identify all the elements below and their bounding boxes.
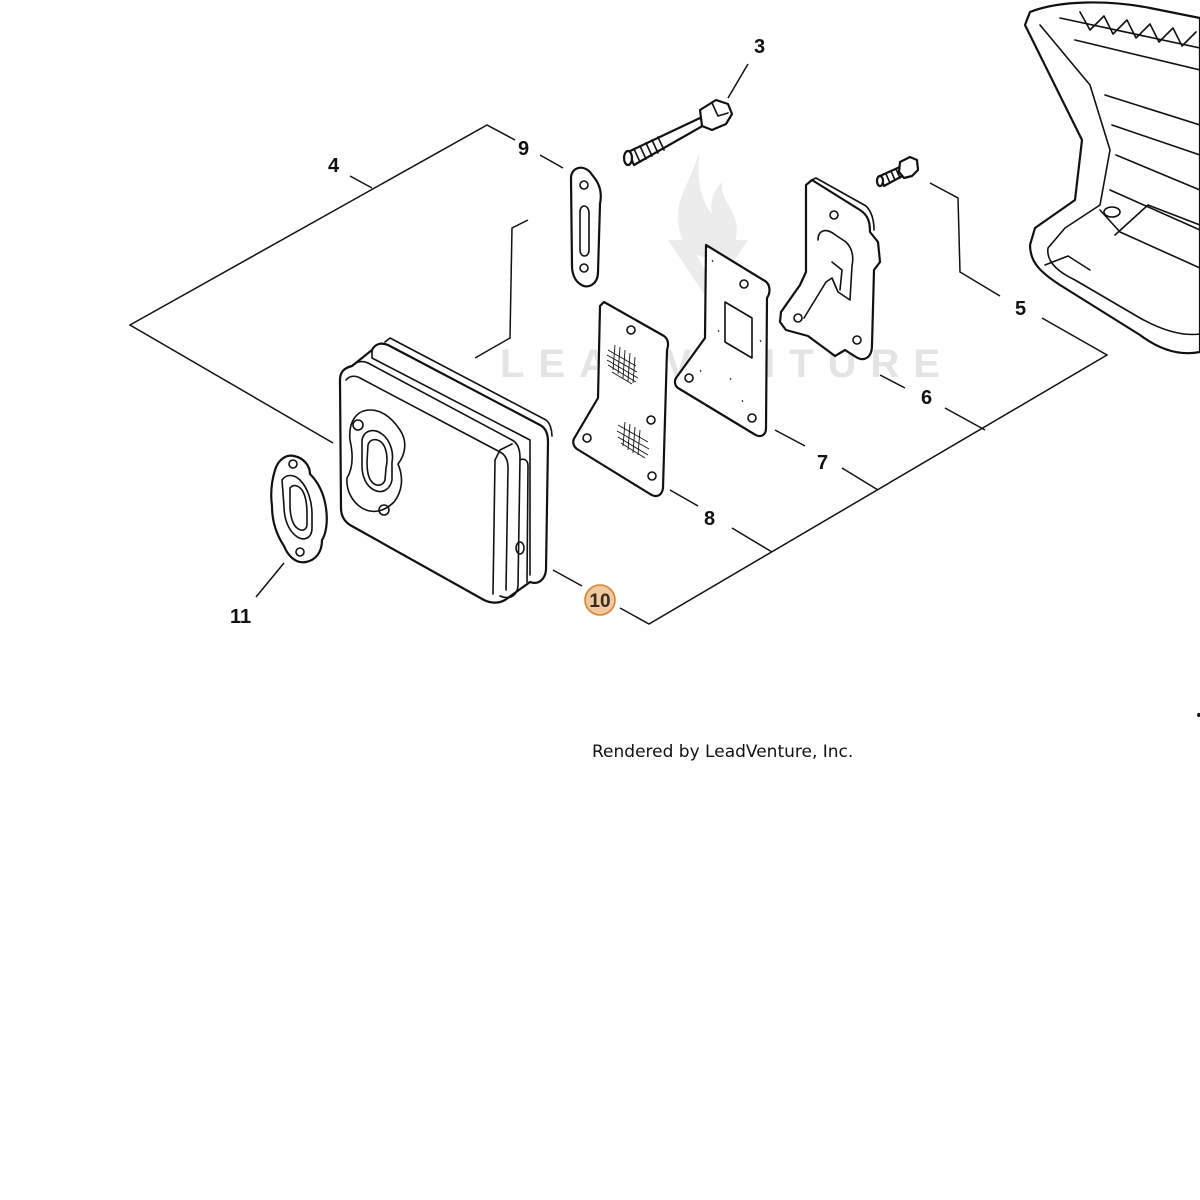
gasket-7-texture [699, 259, 762, 403]
callout-8[interactable]: 8 [704, 508, 715, 530]
edge-mark [1197, 713, 1200, 717]
leader-6 [879, 374, 906, 389]
callout-4[interactable]: 4 [328, 155, 340, 177]
part-cover-6 [778, 177, 882, 361]
callout-9[interactable]: 9 [518, 138, 529, 160]
leader-9 [539, 154, 564, 169]
mesh-screen-upper [606, 344, 639, 385]
callout-11[interactable]: 11 [230, 606, 251, 628]
part-muffler-10 [338, 337, 553, 604]
leader-10 [552, 569, 583, 587]
part-plate-9 [569, 166, 602, 288]
callout-10-highlight-circle[interactable] [584, 584, 616, 616]
part-bolt-3 [622, 98, 734, 167]
part-gasket-7 [673, 243, 771, 438]
part-gasket-11 [270, 454, 328, 564]
part-screw-5 [875, 155, 920, 188]
callout-10-highlighted[interactable]: 10 [584, 584, 616, 616]
leader-9b [474, 219, 529, 359]
leader-5 [929, 182, 1001, 297]
leader-8b [731, 527, 773, 553]
credit-text: Rendered by LeadVenture, Inc. [592, 742, 853, 762]
leader-4 [128, 124, 516, 444]
callout-7[interactable]: 7 [817, 452, 828, 474]
watermark-flame-icon [678, 150, 737, 258]
leader-lines [128, 63, 1109, 625]
callout-5[interactable]: 5 [1015, 298, 1026, 320]
leader-3 [727, 63, 749, 99]
watermark-v-icon [668, 240, 748, 300]
leader-7b [841, 467, 879, 491]
leader-6b [944, 407, 986, 431]
callout-6[interactable]: 6 [921, 387, 932, 409]
callout-3[interactable]: 3 [754, 36, 765, 58]
part-shield-8 [572, 300, 670, 498]
mesh-screen-lower [616, 421, 650, 459]
callout-10[interactable]: 10 [589, 591, 610, 612]
leader-8 [669, 489, 699, 507]
leader-7 [774, 429, 806, 447]
leader-11 [255, 562, 285, 598]
callout-labels: 3 4 9 5 6 7 8 11 10 [230, 36, 1026, 628]
engine-housing [1023, 1, 1200, 355]
